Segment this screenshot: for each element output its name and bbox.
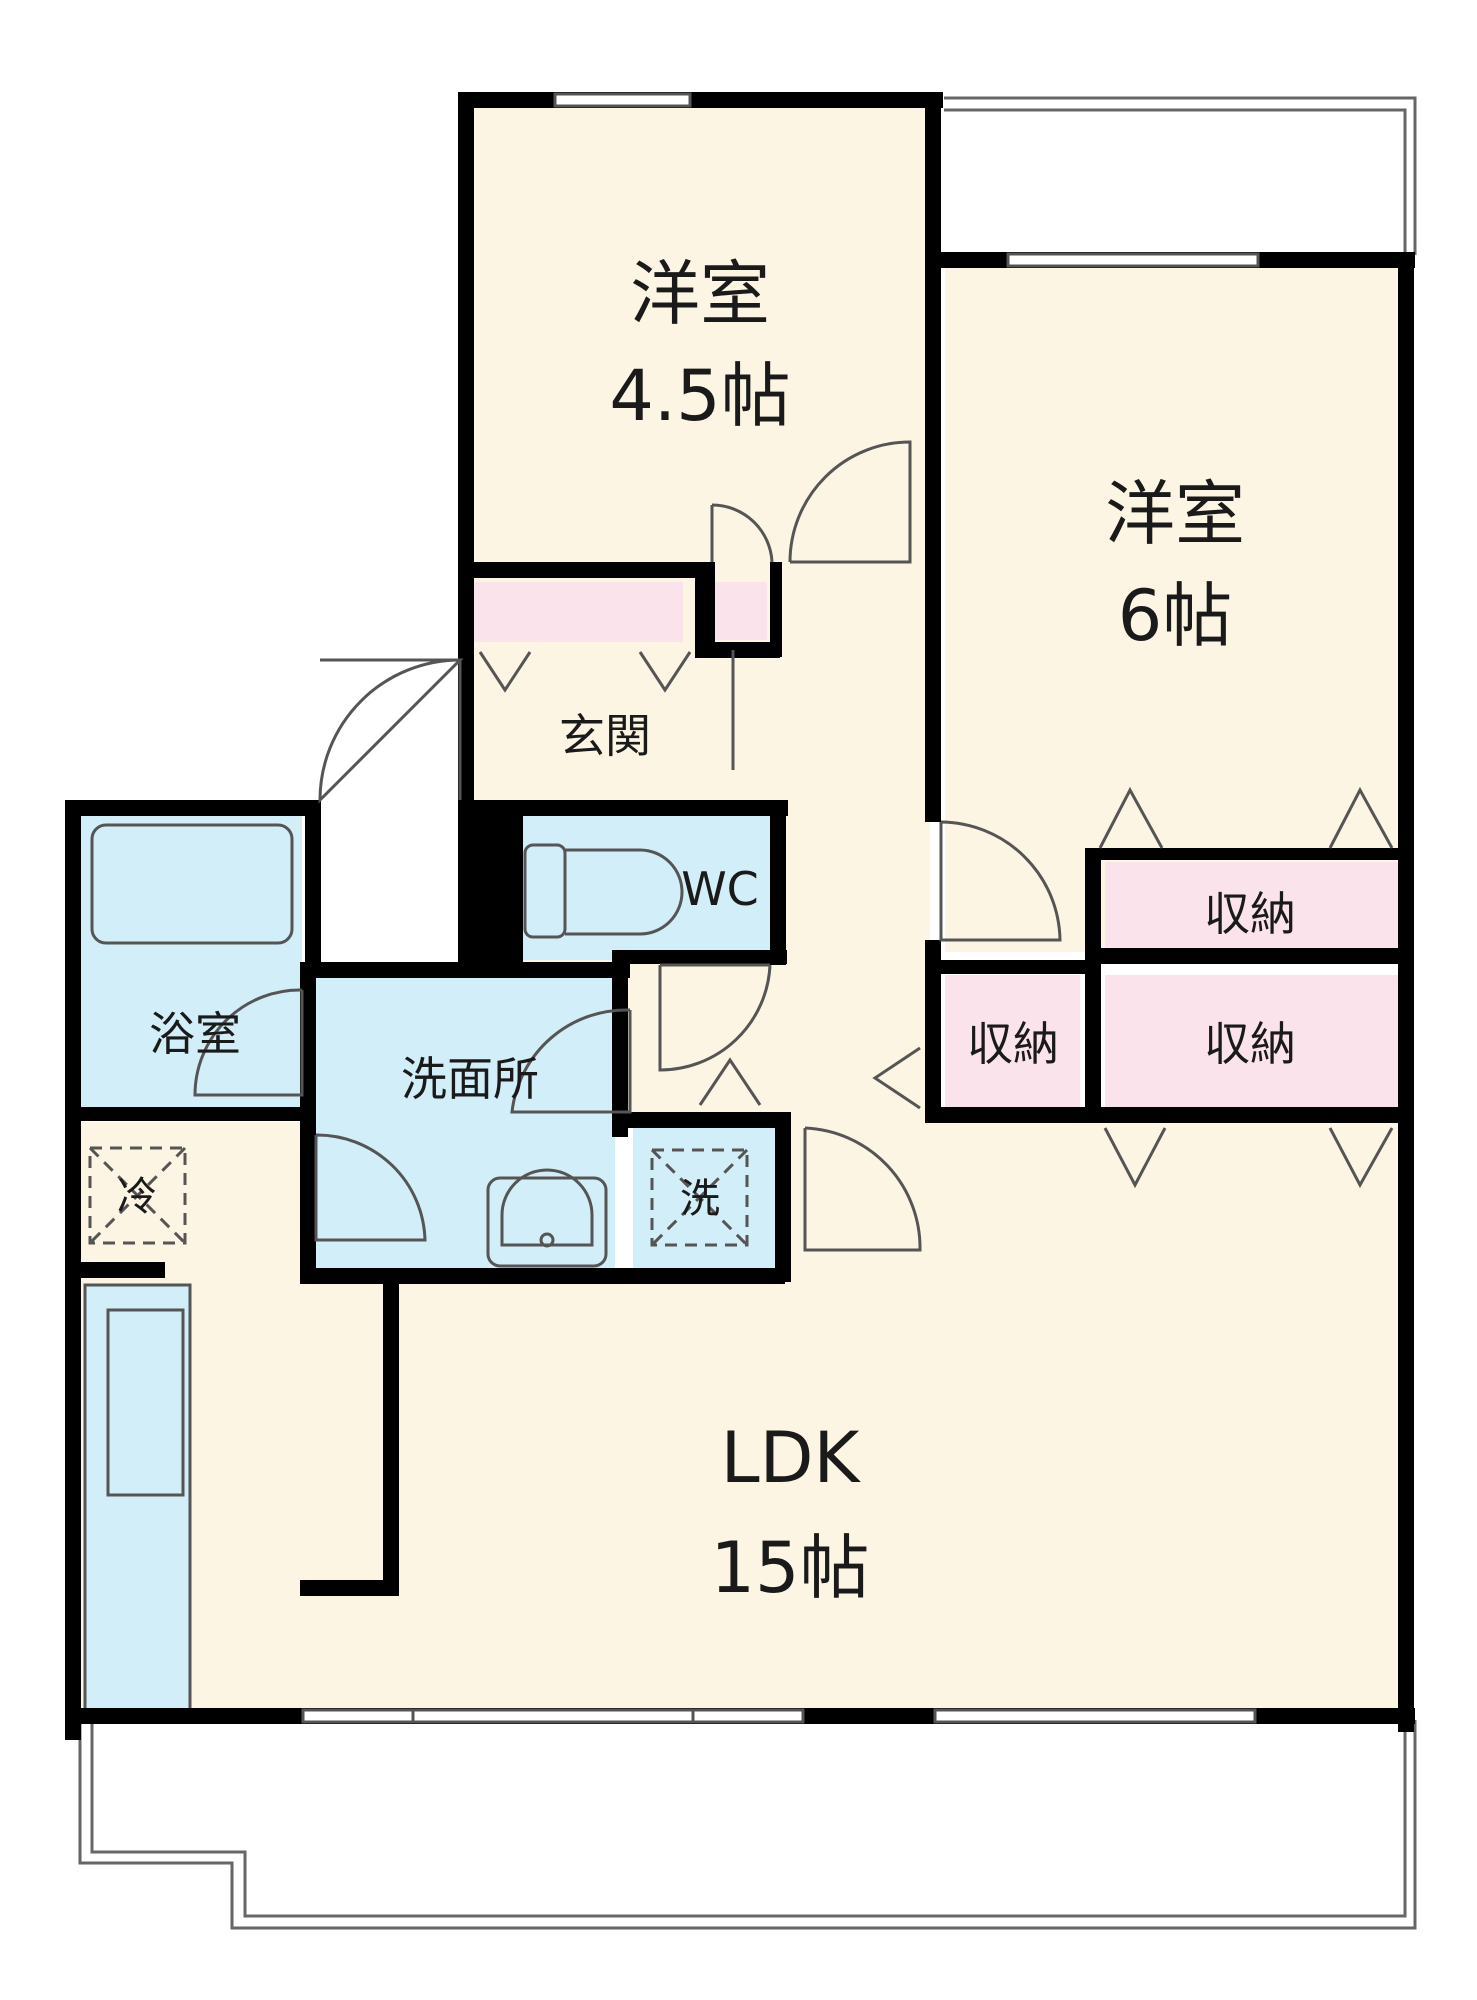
washer-label: 洗	[680, 1176, 720, 1222]
drain-icon	[539, 1232, 555, 1248]
door-room-a	[788, 440, 912, 564]
windows	[301, 92, 1260, 1724]
bathtub-icon	[90, 823, 294, 945]
door-washroom-in	[510, 1008, 632, 1114]
washroom-label: 洗面所	[401, 1052, 539, 1106]
bathroom-label: 浴室	[149, 1007, 241, 1061]
closet-markers	[478, 650, 1394, 1189]
balcony-top-right	[944, 96, 1417, 255]
storage-2-label: 収納	[967, 1017, 1059, 1071]
window-ldk-2	[411, 1708, 695, 1724]
wc-label: WC	[681, 862, 759, 916]
door-room-a-closet	[710, 503, 774, 563]
window-room-a	[553, 92, 692, 108]
entrance-label: 玄関	[559, 709, 651, 763]
hall-storage-small-floor	[712, 582, 767, 640]
room-a-name: 洋室	[630, 253, 770, 335]
room-b-size: 6帖	[1118, 575, 1233, 657]
door-room-b	[939, 820, 1062, 942]
basin-bowl-icon	[500, 1168, 594, 1247]
hall-storage-floor	[473, 582, 683, 642]
ldk-name: LDK	[721, 1417, 862, 1499]
kitchen-sink	[106, 1308, 185, 1497]
door-entrance	[318, 658, 464, 804]
washroom-floor	[315, 975, 615, 1270]
fridge-label: 冷	[117, 1174, 157, 1220]
door-washroom-ldk	[314, 1133, 427, 1242]
door-ldk	[803, 1126, 922, 1252]
window-ldk-1	[301, 1708, 415, 1724]
western-room-b-floor	[945, 262, 1400, 952]
labels: 洋室 4.5帖 洋室 6帖 LDK 15帖 玄関 WC 浴室 洗面所 収納 収納…	[117, 253, 1296, 1609]
room-a-size: 4.5帖	[609, 355, 790, 437]
balcony-bottom	[78, 1720, 1417, 1930]
storage-1-floor	[1105, 862, 1400, 952]
room-b-name: 洋室	[1105, 473, 1245, 555]
room-fills	[80, 98, 1400, 1714]
window-ldk-3	[691, 1708, 805, 1724]
entrance-step	[322, 805, 462, 955]
western-room-a-floor	[470, 98, 925, 566]
fixtures	[88, 823, 749, 1268]
toilet-bowl-icon	[565, 848, 684, 936]
ldk-upper-left-floor	[80, 1122, 310, 1272]
storage-2-floor	[945, 975, 1080, 1107]
bathroom-floor	[80, 812, 302, 1112]
basin-icon	[486, 1176, 608, 1268]
storage-1-label: 収納	[1204, 887, 1296, 941]
window-ldk-4	[933, 1708, 1257, 1724]
doors	[193, 440, 1062, 1252]
washer-space-icon	[650, 1148, 749, 1247]
window-room-b	[1006, 252, 1260, 268]
door-bath	[193, 988, 304, 1097]
door-wc	[658, 963, 772, 1072]
toilet-tank-icon	[523, 843, 567, 939]
fridge-space-icon	[88, 1146, 187, 1245]
storage-3-floor	[1105, 975, 1400, 1107]
washer-space-floor	[633, 1122, 783, 1272]
ldk-floor	[80, 1112, 1400, 1712]
ldk-size: 15帖	[710, 1527, 869, 1609]
storage-3-label: 収納	[1204, 1017, 1296, 1071]
